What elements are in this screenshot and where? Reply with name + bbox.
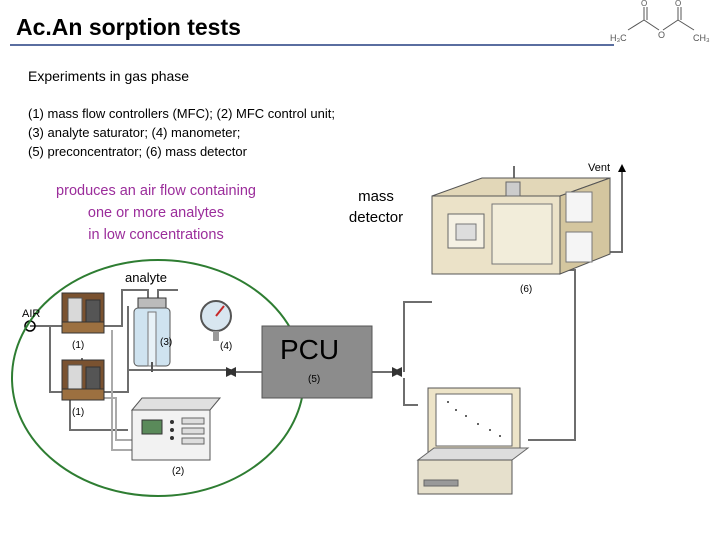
methyl-left-text: H₃C bbox=[610, 33, 627, 43]
air-flow-description: produces an air flow containing one or m… bbox=[28, 180, 284, 246]
mass-detector-label: mass detector bbox=[330, 186, 422, 228]
control-unit-number: (2) bbox=[172, 466, 185, 477]
mass-detector-label-line-2: detector bbox=[348, 209, 404, 226]
legend-line-3: (5) preconcentrator; (6) mass detector bbox=[28, 144, 247, 159]
preconcentrator-number: (5) bbox=[308, 374, 321, 385]
preconcentrator-unit bbox=[261, 325, 373, 399]
slide-title: Ac.An sorption tests bbox=[16, 14, 241, 40]
air-label: AIR bbox=[22, 308, 41, 320]
slide-subtitle: Experiments in gas phase bbox=[28, 68, 190, 84]
acetic-anhydride-structure bbox=[627, 7, 695, 31]
valves bbox=[226, 367, 402, 377]
vent-label: Vent bbox=[588, 162, 611, 174]
air-flow-description-line-1: produces an air flow containing bbox=[56, 183, 256, 199]
analyte-label: analyte bbox=[125, 270, 167, 285]
bridge-oxygen-text: O bbox=[658, 30, 665, 40]
saturator-number: (3) bbox=[160, 337, 173, 348]
mass-detector bbox=[431, 177, 611, 275]
mfc-bottom bbox=[61, 359, 105, 401]
legend-line-1: (1) mass flow controllers (MFC); (2) MFC… bbox=[28, 106, 335, 121]
carbonyl-oxygen-left-text: O bbox=[641, 0, 647, 8]
manometer-number: (4) bbox=[220, 341, 233, 352]
mfc-control-unit bbox=[130, 397, 222, 461]
legend-line-2: (3) analyte saturator; (4) manometer; bbox=[28, 125, 241, 140]
mass-detector-number: (6) bbox=[520, 284, 533, 295]
air-flow-description-line-2: one or more analytes bbox=[87, 205, 225, 221]
methyl-right-text: CH₃ bbox=[693, 33, 710, 43]
computer-workstation bbox=[416, 387, 530, 495]
control-cables bbox=[104, 330, 132, 451]
analyte-saturator bbox=[133, 297, 171, 372]
mfc-bottom-number: (1) bbox=[72, 407, 85, 418]
carbonyl-oxygen-right-text: O bbox=[675, 0, 681, 8]
pcu-label: PCU bbox=[280, 334, 340, 365]
air-flow-description-line-3: in low concentrations bbox=[88, 227, 224, 243]
manometer bbox=[200, 300, 232, 341]
mfc-top-number: (1) bbox=[72, 340, 85, 351]
mass-detector-label-line-1: mass bbox=[358, 188, 394, 205]
mfc-top bbox=[61, 292, 105, 334]
title-divider bbox=[10, 44, 614, 46]
vent-arrow-icon bbox=[618, 164, 626, 172]
